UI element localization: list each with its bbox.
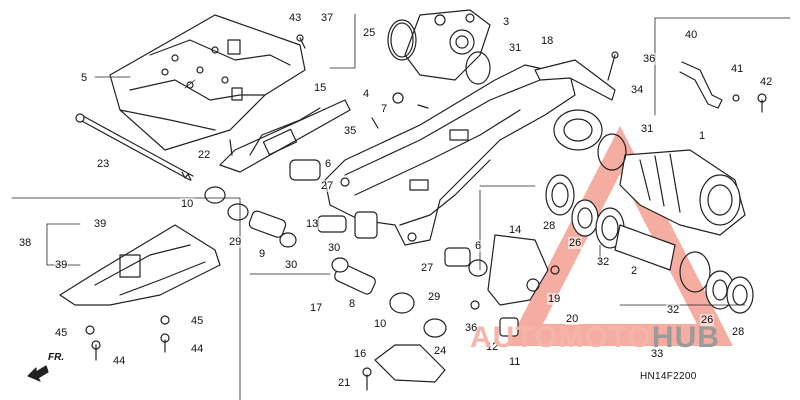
- callout-13: 13: [305, 218, 320, 230]
- callout-26b: 26: [700, 314, 715, 326]
- callout-31a: 31: [508, 42, 523, 54]
- callout-7: 7: [380, 103, 389, 115]
- callout-6b: 6: [474, 240, 483, 252]
- callout-30a: 30: [284, 259, 299, 271]
- callout-45a: 45: [54, 327, 69, 339]
- callout-44a: 44: [112, 355, 127, 367]
- callout-17: 17: [309, 302, 324, 314]
- callout-27a: 27: [320, 180, 335, 192]
- callout-14: 14: [508, 224, 523, 236]
- watermark-part2: HUB: [651, 321, 720, 354]
- callout-29a: 29: [228, 236, 243, 248]
- callout-32a: 32: [596, 256, 611, 268]
- callout-34: 34: [630, 84, 645, 96]
- callout-44b: 44: [190, 343, 205, 355]
- callout-28b: 28: [731, 326, 746, 338]
- callout-5: 5: [80, 72, 89, 84]
- callout-30b: 30: [327, 242, 342, 254]
- callout-27b: 27: [420, 262, 435, 274]
- bearings-seals: [545, 174, 754, 314]
- guard-16: [374, 344, 446, 383]
- callout-10a: 10: [180, 198, 195, 210]
- guard-bar: [219, 99, 351, 173]
- callout-38: 38: [18, 237, 33, 249]
- callout-20: 20: [565, 313, 580, 325]
- callout-23: 23: [96, 158, 111, 170]
- diagram-code: HN14F2200: [640, 371, 697, 382]
- callout-36b: 36: [464, 322, 479, 334]
- watermark-text: AUTOMOTOHUB: [470, 321, 720, 355]
- front-arrow-icon: [27, 365, 49, 382]
- callout-32b: 32: [666, 304, 681, 316]
- callout-19: 19: [547, 293, 562, 305]
- callout-39b: 39: [54, 259, 69, 271]
- pivot-bolt: [75, 113, 194, 181]
- bracket-18: [534, 59, 616, 101]
- callout-8: 8: [348, 298, 357, 310]
- callout-42: 42: [759, 76, 774, 88]
- swingarm: [324, 64, 603, 246]
- callout-16: 16: [353, 348, 368, 360]
- callout-6a: 6: [324, 158, 333, 170]
- callout-9: 9: [258, 248, 267, 260]
- callout-24: 24: [433, 345, 448, 357]
- watermark-part1: AUTOMOTO: [470, 321, 652, 354]
- callout-22: 22: [197, 149, 212, 161]
- knuckle-bracket: [404, 9, 491, 81]
- callout-36a: 36: [642, 53, 657, 65]
- callout-1: 1: [698, 130, 707, 142]
- callout-37: 37: [320, 12, 335, 24]
- callout-33: 33: [650, 348, 665, 360]
- o-ring-31-upper: [465, 51, 491, 85]
- callout-2: 2: [630, 265, 639, 277]
- o-ring-31-lower: [597, 133, 627, 171]
- callout-41: 41: [730, 63, 745, 75]
- callout-35: 35: [343, 125, 358, 137]
- skid-plate-upper: [109, 14, 306, 151]
- bushings: [204, 159, 519, 338]
- callout-11: 11: [508, 356, 522, 368]
- callout-43: 43: [288, 12, 303, 24]
- callout-40: 40: [684, 29, 699, 41]
- o-ring-25: [387, 19, 417, 61]
- callout-4: 4: [362, 88, 371, 100]
- callout-39a: 39: [93, 218, 108, 230]
- bracket-40: [679, 61, 723, 109]
- callout-28a: 28: [542, 220, 557, 232]
- skid-plate-lower: [59, 224, 221, 306]
- front-marker: FR.: [48, 352, 65, 363]
- callout-18: 18: [540, 35, 555, 47]
- callout-25: 25: [362, 27, 377, 39]
- callout-29b: 29: [427, 291, 442, 303]
- callout-3: 3: [502, 16, 511, 28]
- callout-12: 12: [485, 341, 500, 353]
- callout-45b: 45: [190, 315, 205, 327]
- bolts: [85, 34, 767, 391]
- callout-10b: 10: [373, 318, 388, 330]
- chain-cover: [487, 234, 549, 306]
- callout-31b: 31: [640, 123, 655, 135]
- callout-21: 21: [337, 377, 352, 389]
- callout-15: 15: [313, 82, 328, 94]
- axle-housing: [597, 133, 746, 236]
- callout-26a: 26: [568, 237, 583, 249]
